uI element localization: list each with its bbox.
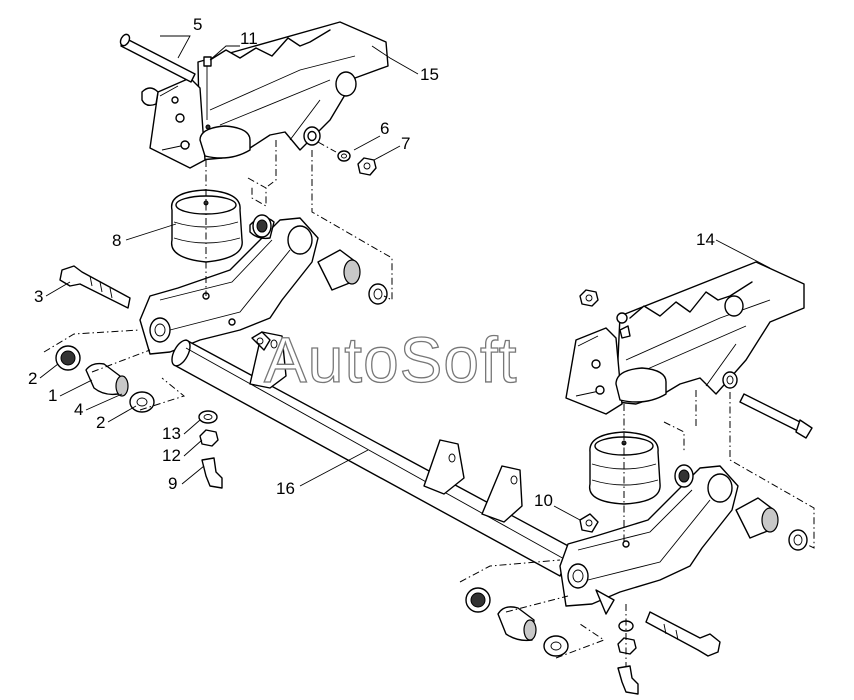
nut-12 [199,429,219,447]
washer-2-left [55,345,81,371]
callout-4: 4 [74,400,83,419]
upper-frame-bracket-left [141,21,389,169]
bushing-1 [85,362,121,396]
callout-2b: 2 [96,413,105,432]
callout-2a: 2 [28,369,37,388]
callout-14: 14 [696,230,715,249]
air-spring-8 [170,189,243,263]
callout-11: 11 [240,29,258,48]
callout-labels: 5 11 15 6 7 8 14 3 2 1 4 2 13 12 9 16 10 [28,15,715,510]
washer-lower-right-2 [543,635,569,657]
fitting-near-axle [251,331,271,351]
callout-8: 8 [112,231,121,250]
callout-12: 12 [162,446,181,465]
washer-6 [337,150,351,162]
nut-right-top [579,289,599,307]
watermark-text: AutoSoft [264,324,518,396]
washer-13 [198,410,218,424]
callout-6: 6 [380,119,389,138]
axle-tube-16 [171,331,573,577]
bushing-upper-left [317,249,388,305]
callout-3: 3 [34,287,43,306]
fitting-10 [579,513,599,533]
washer-2-right [129,391,155,413]
callout-7: 7 [401,134,410,153]
callout-16: 16 [276,479,295,498]
washer-right-top [616,312,628,324]
trailing-arm-right [559,465,739,615]
callout-13: 13 [162,424,181,443]
callout-9: 9 [168,474,177,493]
air-spring-right [588,431,661,505]
bushing-right-upper [735,497,808,551]
bolt-lower-right [645,611,721,657]
callout-10: 10 [534,491,553,510]
fitting-lower-right [617,620,639,695]
bolt-3 [59,265,131,309]
bushing-lower-right [497,606,537,642]
screw-11 [203,56,212,120]
washer-left-bracket [252,214,272,238]
sleeve-4 [115,375,129,397]
callout-1: 1 [48,386,57,405]
elbow-fitting-9 [201,457,223,489]
leader-lines [39,35,771,521]
bolt-5 [119,33,196,83]
callout-5: 5 [193,15,202,34]
callout-15: 15 [420,65,439,84]
washer-lower-right-1 [465,587,491,613]
nut-7 [357,157,377,176]
assembly-lines [205,140,815,666]
washer-right-arm [674,464,694,488]
upper-frame-bracket-right [565,261,805,415]
bolt-right-long [739,393,813,439]
